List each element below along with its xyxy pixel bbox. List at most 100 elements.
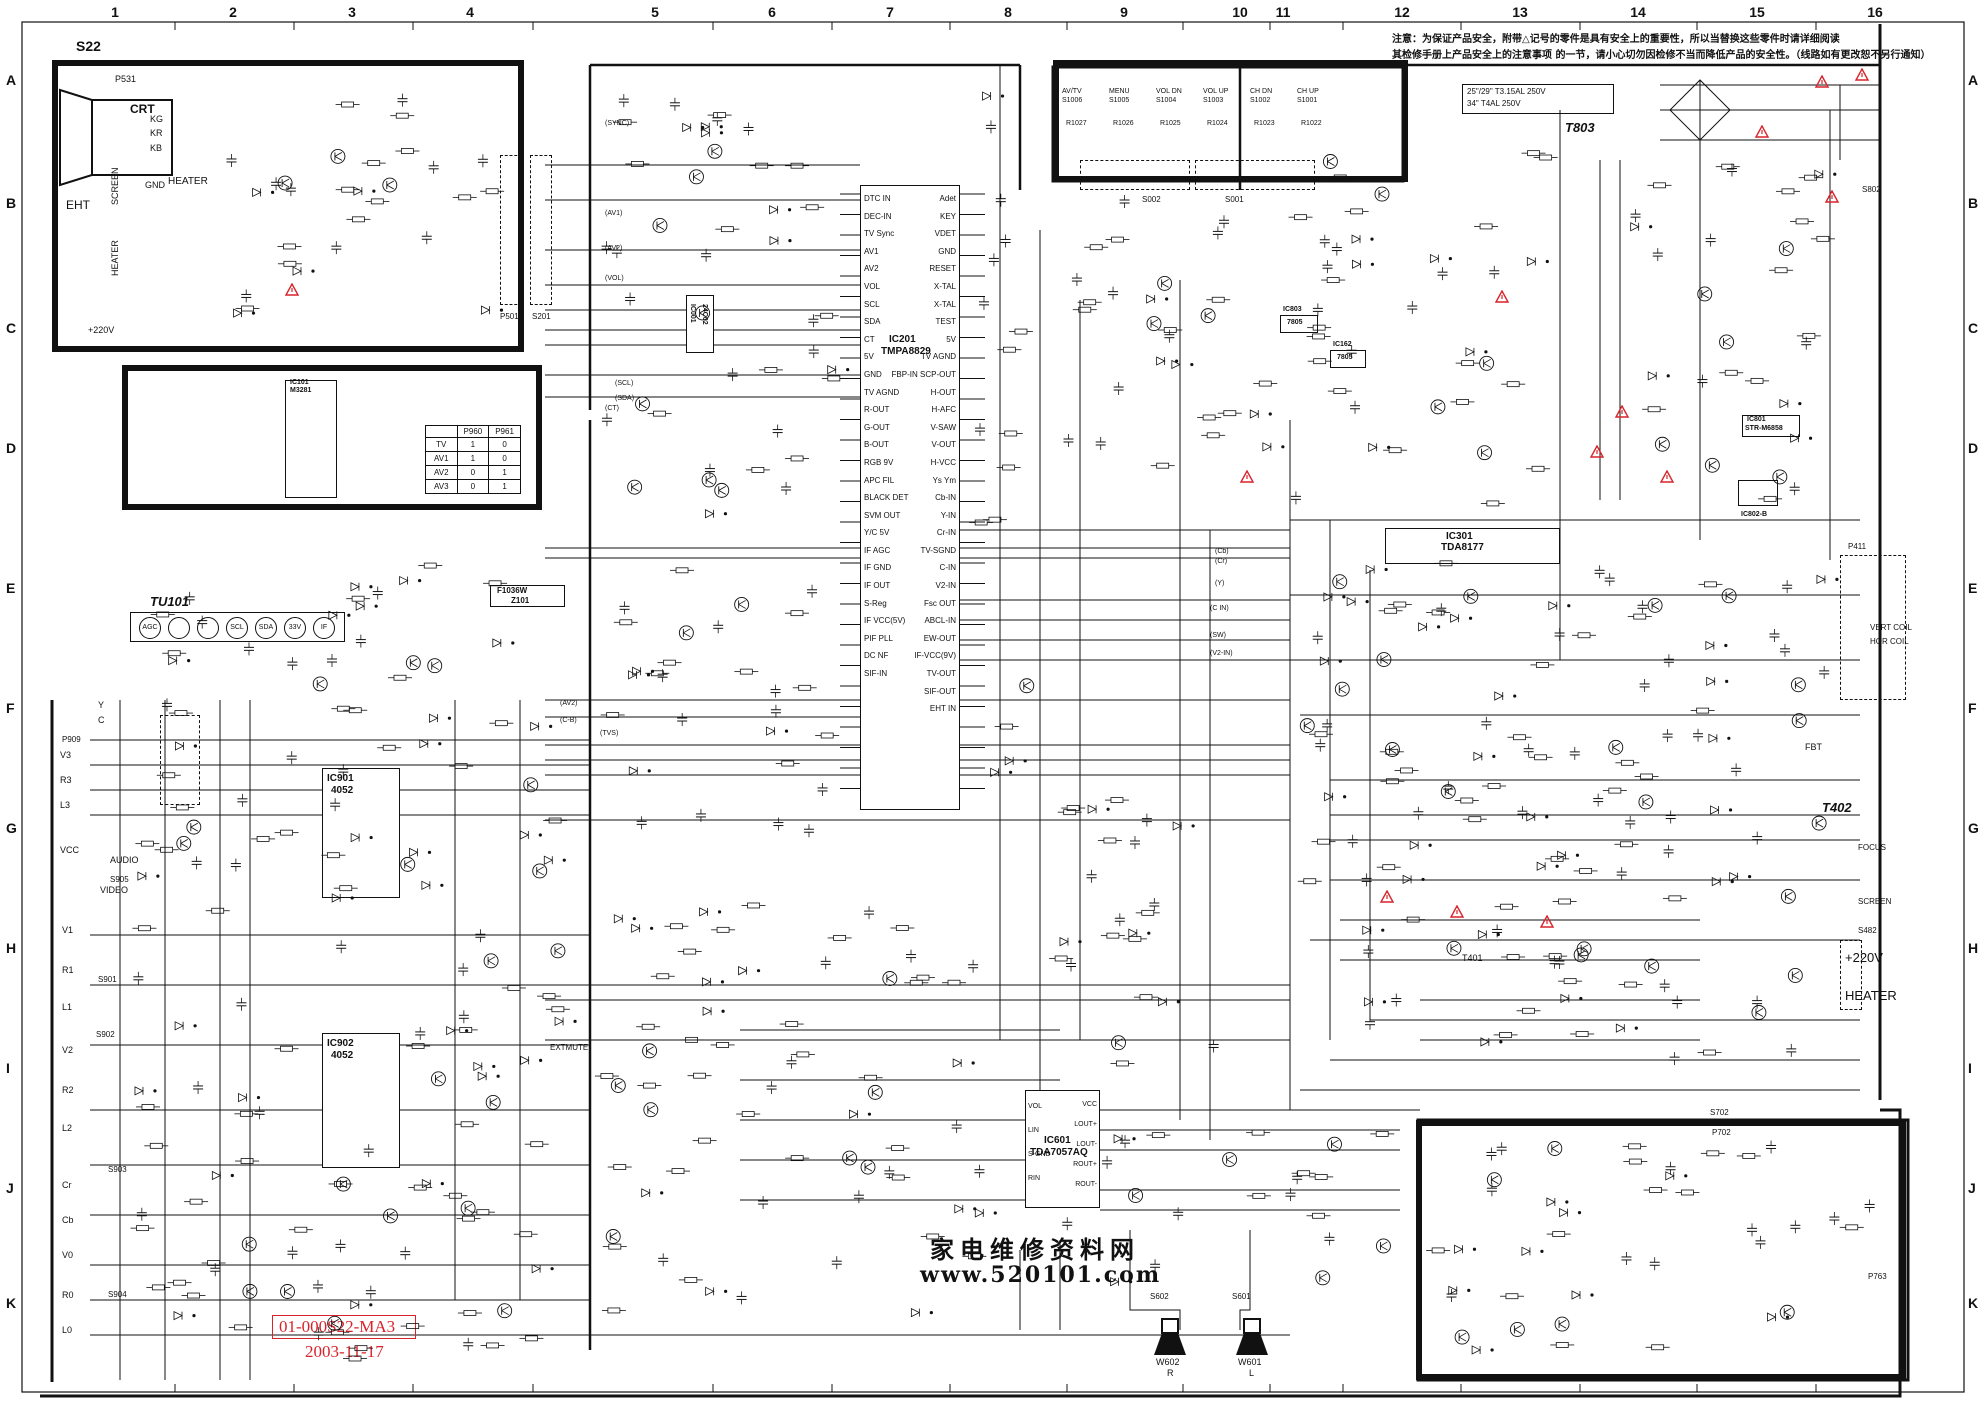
keypad-resistor: R1022 [1301,120,1322,127]
s482-connector-body [1840,940,1862,1010]
keypad-switch: S1004 [1156,97,1177,104]
io-jack-label: V3 [60,750,72,760]
keypad-label: CH DN [1250,88,1273,95]
warning-triangle-icon [1755,125,1769,138]
connector-s002: S002 [1142,195,1161,204]
grid-row-E: E [6,580,16,596]
io-jack-label: V0 [62,1250,74,1260]
io-jack-label: L0 [62,1325,73,1335]
signal-label: (V2-IN) [1210,650,1233,657]
crt-pin-kg: KG [150,114,164,124]
p411-connector-body [1840,555,1906,700]
keypad-label: MENU [1109,88,1130,95]
io-jack-label: Cr [62,1180,72,1190]
grid-row-E: E [1968,580,1978,596]
warning-triangle-icon [285,283,299,296]
signal-label: (Cr) [1215,558,1228,565]
io-jack-label: C [98,715,105,725]
watermark-cn: 家电维修资料网 [930,1235,1140,1264]
grid-row-G: G [1968,820,1979,836]
grid-row-K: K [6,1295,17,1311]
signal-label: (SDA) [615,395,635,402]
focus-label: FOCUS [1858,843,1886,852]
signal-label: (SCL) [615,380,634,387]
audio-amp-board-outline [1416,1120,1906,1380]
warning-triangle-icon [1660,470,1674,483]
ic901-chip: IC901 4052 [322,768,400,898]
io-jack-label: Cb [62,1215,74,1225]
screen-out-label: SCREEN [1858,897,1892,906]
crt-socket-label: P531 [115,74,137,84]
saw-filter: F1036W Z101 [490,585,565,607]
p1004-connector-body [1080,160,1190,190]
io-jack-label: R2 [62,1085,74,1095]
grid-col-9: 9 [1120,4,1128,20]
t402-label: T402 [1822,800,1852,815]
connector-s602: S602 [1150,1292,1169,1301]
signal-label: (CT) [605,405,619,412]
connector-p909: P909 [62,735,81,744]
grid-col-4: 4 [466,4,474,20]
grid-col-10: 10 [1232,4,1248,20]
ac220-label: +220V [1845,950,1883,965]
connector-p702: P702 [1712,1128,1731,1137]
tuner-ref: TU101 [150,594,190,609]
heater-out-label: HEATER [1845,988,1897,1003]
ic902-chip: IC902 4052 [322,1033,400,1168]
connector-s482: S482 [1858,926,1877,935]
watermark-url: www.520101.com [920,1262,1162,1288]
tuner-pin: SCL [226,617,248,639]
keypad-switch: S1003 [1203,97,1224,104]
keypad-label: CH UP [1297,88,1319,95]
grid-col-14: 14 [1630,4,1646,20]
signal-label: (TVS) [600,730,619,737]
warning-triangle-icon [1240,470,1254,483]
keypad-resistor: R1026 [1113,120,1134,127]
connector-s902: S902 [96,1030,115,1039]
connector-p1004: P1004 [1060,175,1084,184]
io-jack-label: L3 [60,800,71,810]
speaker-w602: W602 R [1150,1315,1190,1378]
io-jack-label: R3 [60,775,72,785]
grid-col-2: 2 [229,4,237,20]
connector-p1005: P1005 [1170,175,1194,184]
tuner-pin: 33V [284,617,306,639]
signal-label: (AV1) [605,210,623,217]
p501-connector-body [500,155,522,305]
grid-col-12: 12 [1394,4,1410,20]
keypad-resistor: R1025 [1160,120,1181,127]
drawing-date: 2003-11-17 [305,1342,384,1361]
grid-row-K: K [1968,1295,1979,1311]
warning-triangle-icon [1540,915,1554,928]
s201-connector-body [530,155,552,305]
grid-col-5: 5 [651,4,659,20]
grid-row-B: B [1968,195,1979,211]
crt-pin-kr: KR [150,128,163,138]
ic801-chip: IC801 STR-M6858 [1742,415,1800,437]
connector-s001: S001 [1225,195,1244,204]
ic101-chip: IC101 M3281 [285,379,337,498]
crt-gnd-label: GND [145,180,165,190]
ic601-chip: IC601 TDA7057AQ VOL LIN S-GND RIN VCC LO… [1025,1090,1100,1208]
grid-col-16: 16 [1867,4,1883,20]
keypad-board-outline [1053,60,1408,182]
connector-p763: P763 [1868,1272,1887,1281]
grid-row-I: I [6,1060,10,1076]
warning-triangle-icon [1855,68,1869,81]
keypad-label: VOL UP [1203,88,1229,95]
extmute-label: EXTMUTE [550,1043,589,1052]
p1005-connector-body [1195,160,1315,190]
io-jack-label: AUDIO [110,855,139,865]
io-jack-label: VIDEO [100,885,129,895]
grid-row-D: D [1968,440,1979,456]
crt-heater-label: HEATER [168,176,208,187]
grid-row-J: J [6,1180,14,1196]
grid-col-8: 8 [1004,4,1012,20]
warning-triangle-icon [1615,405,1629,418]
ic201-pin-labels-right: Adet KEY VDET GND RESET X-TAL X-TAL TEST… [891,194,956,714]
grid-col-13: 13 [1512,4,1528,20]
ic201-chip: IC201 TMPA8829 DTC IN DEC-IN TV Sync AV1… [860,185,960,810]
grid-row-H: H [6,940,17,956]
connector-s702: S702 [1710,1108,1729,1117]
